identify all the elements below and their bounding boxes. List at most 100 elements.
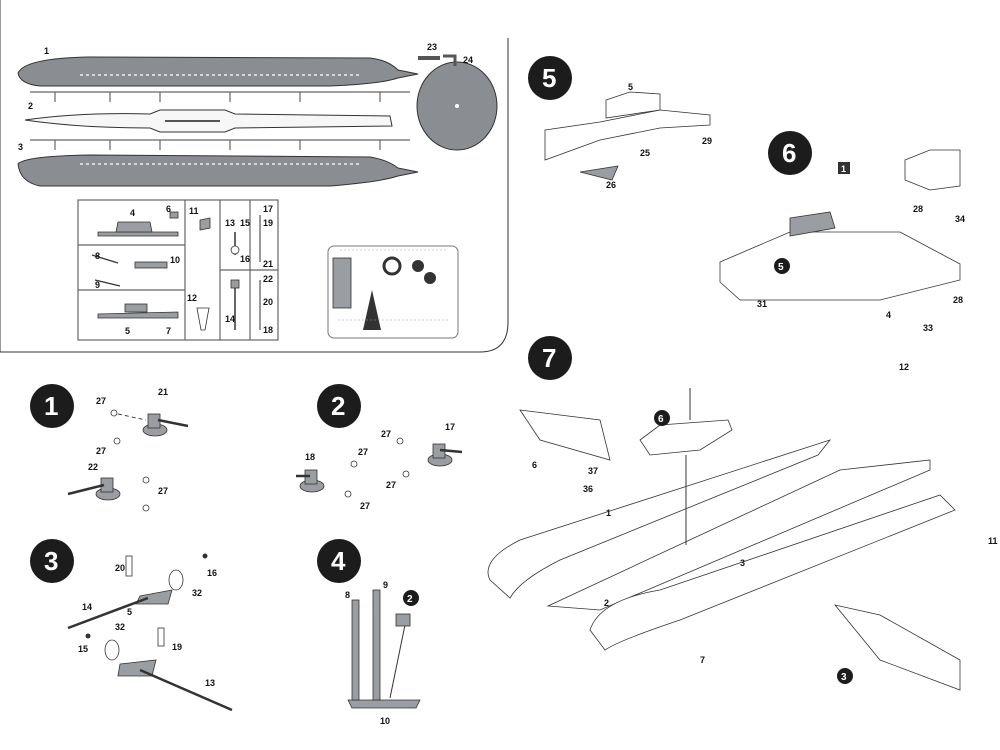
step-5-tower-deck: 5 25 29 26 [544, 82, 712, 190]
step-5-number: 5 [542, 63, 556, 93]
step-4-marker [317, 539, 361, 583]
label-23: 23 [427, 42, 437, 52]
step-2-number: 2 [331, 391, 345, 421]
label-12: 12 [187, 293, 197, 303]
label-21: 21 [263, 259, 273, 269]
step-7-marker [528, 336, 572, 380]
step5-label-5: 5 [628, 82, 633, 92]
step3-label-15: 15 [78, 644, 88, 654]
step7-label-3: 3 [740, 558, 745, 568]
label-11: 11 [189, 206, 199, 216]
label-10: 10 [170, 255, 180, 265]
label-6: 6 [166, 204, 171, 214]
sprue-runner-1 [30, 91, 410, 102]
svg-text:2: 2 [407, 594, 413, 605]
step-2-deck-guns: 17 27 27 18 27 27 [296, 422, 463, 511]
step-2-marker [317, 384, 361, 428]
step7-label-12: 12 [899, 362, 909, 372]
step2-label-27c: 27 [358, 447, 368, 457]
step2-label-27d: 27 [360, 501, 370, 511]
label-1: 1 [44, 46, 49, 56]
sprue-runner-2 [30, 139, 410, 150]
step2-label-17: 17 [445, 422, 455, 432]
sprue-frame-border [0, 0, 509, 353]
hull-part-1: 1 [17, 46, 419, 87]
step4-label-10: 10 [380, 716, 390, 726]
deck-part-2: 2 [24, 101, 393, 133]
step7-label-7: 7 [700, 655, 705, 665]
step6-label-5: 5 [778, 262, 784, 273]
step7-label-11: 11 [988, 536, 998, 546]
label-13: 13 [225, 218, 235, 228]
svg-text:3: 3 [841, 672, 847, 683]
small-parts-sprue: 4 6 8 10 9 5 7 11 12 13 14 15 16 17 18 1… [77, 199, 279, 341]
step6-label-34: 34 [955, 214, 965, 224]
step7-label-6a: 6 [658, 414, 664, 425]
step-6-number: 6 [782, 138, 796, 168]
step-4-periscopes: 8 9 10 2 [345, 580, 421, 726]
step-5-marker [528, 56, 572, 100]
label-17: 17 [263, 204, 273, 214]
step-6-marker [768, 131, 812, 175]
step1-label-27b: 27 [96, 446, 106, 456]
label-15: 15 [240, 218, 250, 228]
step3-label-16: 16 [207, 568, 217, 578]
step3-label-13: 13 [205, 678, 215, 688]
step-3-number: 3 [44, 546, 58, 576]
label-4: 4 [130, 208, 135, 218]
step2-label-27a: 27 [381, 429, 391, 439]
step1-label-21: 21 [158, 387, 168, 397]
step7-label-2: 2 [604, 598, 609, 608]
step5-label-26: 26 [606, 180, 616, 190]
step6-label-28a: 28 [913, 204, 923, 214]
step-1-number: 1 [44, 391, 58, 421]
step2-label-27b: 27 [386, 480, 396, 490]
label-19: 19 [263, 218, 273, 228]
label-16: 16 [240, 254, 250, 264]
step7-label-36: 36 [583, 484, 593, 494]
stand-disc-part-24: 23 24 [416, 42, 498, 151]
step3-label-19: 19 [172, 642, 182, 652]
label-7: 7 [166, 326, 171, 336]
step-6-deck-equipment: 1 28 34 31 4 33 28 5 [719, 149, 965, 333]
label-8: 8 [95, 251, 100, 261]
step-4-number: 4 [331, 546, 346, 576]
label-24: 24 [463, 55, 473, 65]
step3-label-32a: 32 [192, 588, 202, 598]
step4-label-9: 9 [383, 580, 388, 590]
step-7-number: 7 [542, 343, 556, 373]
label-2: 2 [28, 101, 33, 111]
step-1-deck-guns: 21 27 27 22 27 [67, 387, 189, 512]
label-20: 20 [263, 297, 273, 307]
photo-etch-fret [327, 245, 459, 339]
label-9: 9 [95, 280, 100, 290]
label-5: 5 [125, 326, 130, 336]
step7-label-1: 1 [606, 508, 611, 518]
step5-label-25: 25 [640, 148, 650, 158]
step6-label-4: 4 [886, 310, 891, 320]
step3-label-20: 20 [115, 563, 125, 573]
step-3-rudders-props: 20 16 32 14 5 32 15 19 13 [67, 553, 233, 712]
step4-label-8: 8 [345, 590, 350, 600]
step1-label-27a: 27 [96, 396, 106, 406]
hull-part-3: 3 [17, 142, 419, 187]
step-3-marker [30, 539, 74, 583]
step1-label-22: 22 [88, 462, 98, 472]
step1-label-27c: 27 [158, 486, 168, 496]
step-1-marker [30, 384, 74, 428]
step6-label-28b: 28 [953, 295, 963, 305]
step3-label-14: 14 [82, 602, 92, 612]
step2-label-18: 18 [305, 452, 315, 462]
step7-label-6b: 6 [532, 460, 537, 470]
label-18: 18 [263, 325, 273, 335]
step-markers: 1 2 3 4 5 6 7 [30, 56, 812, 583]
label-22: 22 [263, 274, 273, 284]
step5-label-29: 29 [702, 136, 712, 146]
svg-text:1: 1 [841, 164, 846, 174]
step3-label-5: 5 [127, 607, 132, 617]
step7-label-37: 37 [588, 466, 598, 476]
label-3: 3 [18, 142, 23, 152]
step6-label-31: 31 [757, 299, 767, 309]
label-14: 14 [225, 314, 235, 324]
